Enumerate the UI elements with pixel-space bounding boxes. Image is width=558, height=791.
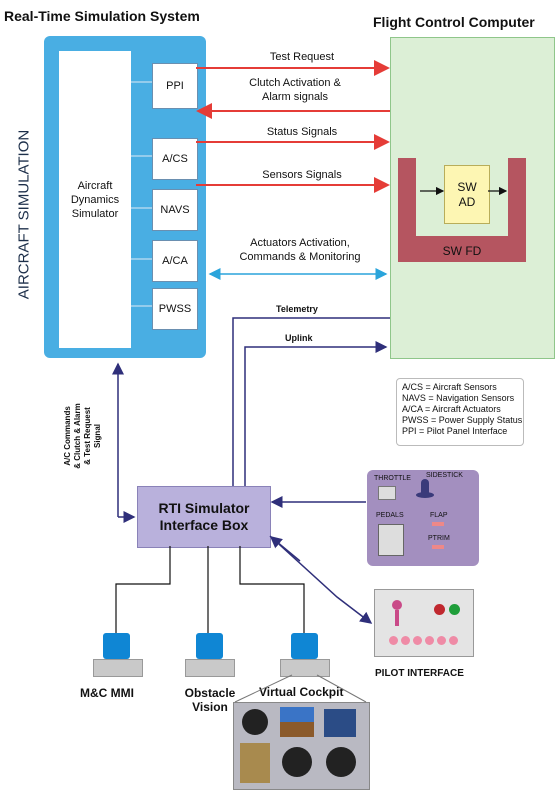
arrow-pilot-to-rti — [269, 536, 301, 562]
pilot-interface-label: PILOT INTERFACE — [375, 668, 464, 679]
pilot-interface-panel — [374, 589, 474, 657]
label-ptrim: PTRIM — [428, 535, 450, 542]
heading-gauge-icon — [282, 747, 312, 777]
flap-icon — [432, 522, 444, 526]
green-light-icon — [449, 604, 460, 615]
sw-ad-box: SW AD — [444, 165, 490, 224]
sidestick-base-icon — [416, 492, 434, 498]
sidestick-icon — [421, 479, 429, 493]
ptrim-icon — [432, 545, 444, 549]
label-test-request: Test Request — [269, 51, 335, 63]
attitude-ground-icon — [280, 722, 314, 737]
legend-box: A/CS = Aircraft Sensors NAVS = Navigatio… — [396, 378, 524, 446]
pilot-switch-stem-icon — [395, 610, 399, 626]
pilot-button-icon — [401, 636, 410, 645]
cockpit-base-icon — [280, 659, 330, 677]
module-aca: A/CA — [152, 240, 198, 282]
obstacle-base-icon — [185, 659, 235, 677]
dynamics-simulator-label: Aircraft Dynamics Simulator — [70, 179, 120, 220]
label-actuators: Actuators Activation, Commands & Monitor… — [239, 237, 361, 263]
label-throttle: THROTTLE — [374, 475, 411, 482]
rts-title: Real-Time Simulation System — [4, 8, 200, 24]
label-sensors: Sensors Signals — [262, 169, 342, 181]
pilot-button-icon — [389, 636, 398, 645]
zoom-line-right — [316, 674, 367, 703]
legend-ppi: PPI = Pilot Panel Interface — [402, 426, 508, 436]
label-pedals: PEDALS — [376, 512, 404, 519]
pilot-button-icon — [413, 636, 422, 645]
module-ppi: PPI — [152, 63, 198, 109]
throttle-icon — [378, 486, 396, 500]
virtual-cockpit-display — [233, 702, 370, 790]
cockpit-monitor-icon — [291, 633, 318, 659]
map-display-icon — [240, 743, 270, 783]
zoom-line-left — [234, 674, 293, 703]
legend-pwss: PWSS = Power Supply Status — [402, 415, 523, 425]
legend-navs: NAVS = Navigation Sensors — [402, 393, 515, 403]
rti-box: RTI Simulator Interface Box — [137, 486, 271, 548]
pilot-buttons-row — [389, 636, 458, 645]
gauge-icon — [242, 709, 268, 735]
label-sidestick: SIDESTICK — [426, 472, 463, 479]
mc-mmi-base-icon — [93, 659, 143, 677]
dynamics-simulator: Aircraft Dynamics Simulator — [59, 51, 131, 348]
pilot-button-icon — [437, 636, 446, 645]
display-screen-icon — [324, 709, 356, 737]
red-light-icon — [434, 604, 445, 615]
module-pwss: PWSS — [152, 288, 198, 330]
legend-acs: A/CS = Aircraft Sensors — [402, 382, 497, 392]
pilot-switch-knob-icon — [392, 600, 402, 610]
label-uplink: Uplink — [285, 333, 313, 343]
line-telemetry — [232, 317, 390, 486]
module-acs: A/CS — [152, 138, 198, 180]
label-telemetry: Telemetry — [276, 304, 318, 314]
station-mc-mmi: M&C MMI — [80, 686, 134, 700]
legend-aca: A/CA = Aircraft Actuators — [402, 404, 501, 414]
altimeter-gauge-icon — [326, 747, 356, 777]
label-status: Status Signals — [266, 126, 338, 138]
pilot-button-icon — [425, 636, 434, 645]
station-virtual-cockpit: Virtual Cockpit — [259, 685, 344, 699]
label-clutch: Clutch Activation & Alarm signals — [249, 77, 341, 103]
line-mc-mmi — [115, 546, 171, 633]
fcc-title: Flight Control Computer — [373, 14, 535, 30]
mc-mmi-monitor-icon — [103, 633, 130, 659]
sw-ad-label: SW AD — [457, 179, 477, 209]
module-navs: NAVS — [152, 189, 198, 231]
arrow-uplink — [244, 341, 388, 486]
label-flap: FLAP — [430, 512, 448, 519]
pedals-icon — [378, 524, 404, 556]
pilot-button-icon — [449, 636, 458, 645]
arrow-pilot-interface — [269, 535, 373, 624]
station-obstacle-vision: Obstacle Vision — [184, 686, 236, 714]
line-cockpit — [239, 546, 305, 633]
obstacle-monitor-icon — [196, 633, 223, 659]
rti-box-label: RTI Simulator Interface Box — [158, 500, 250, 533]
module-connectors — [131, 81, 152, 307]
sw-fd-label: SW FD — [442, 244, 482, 258]
